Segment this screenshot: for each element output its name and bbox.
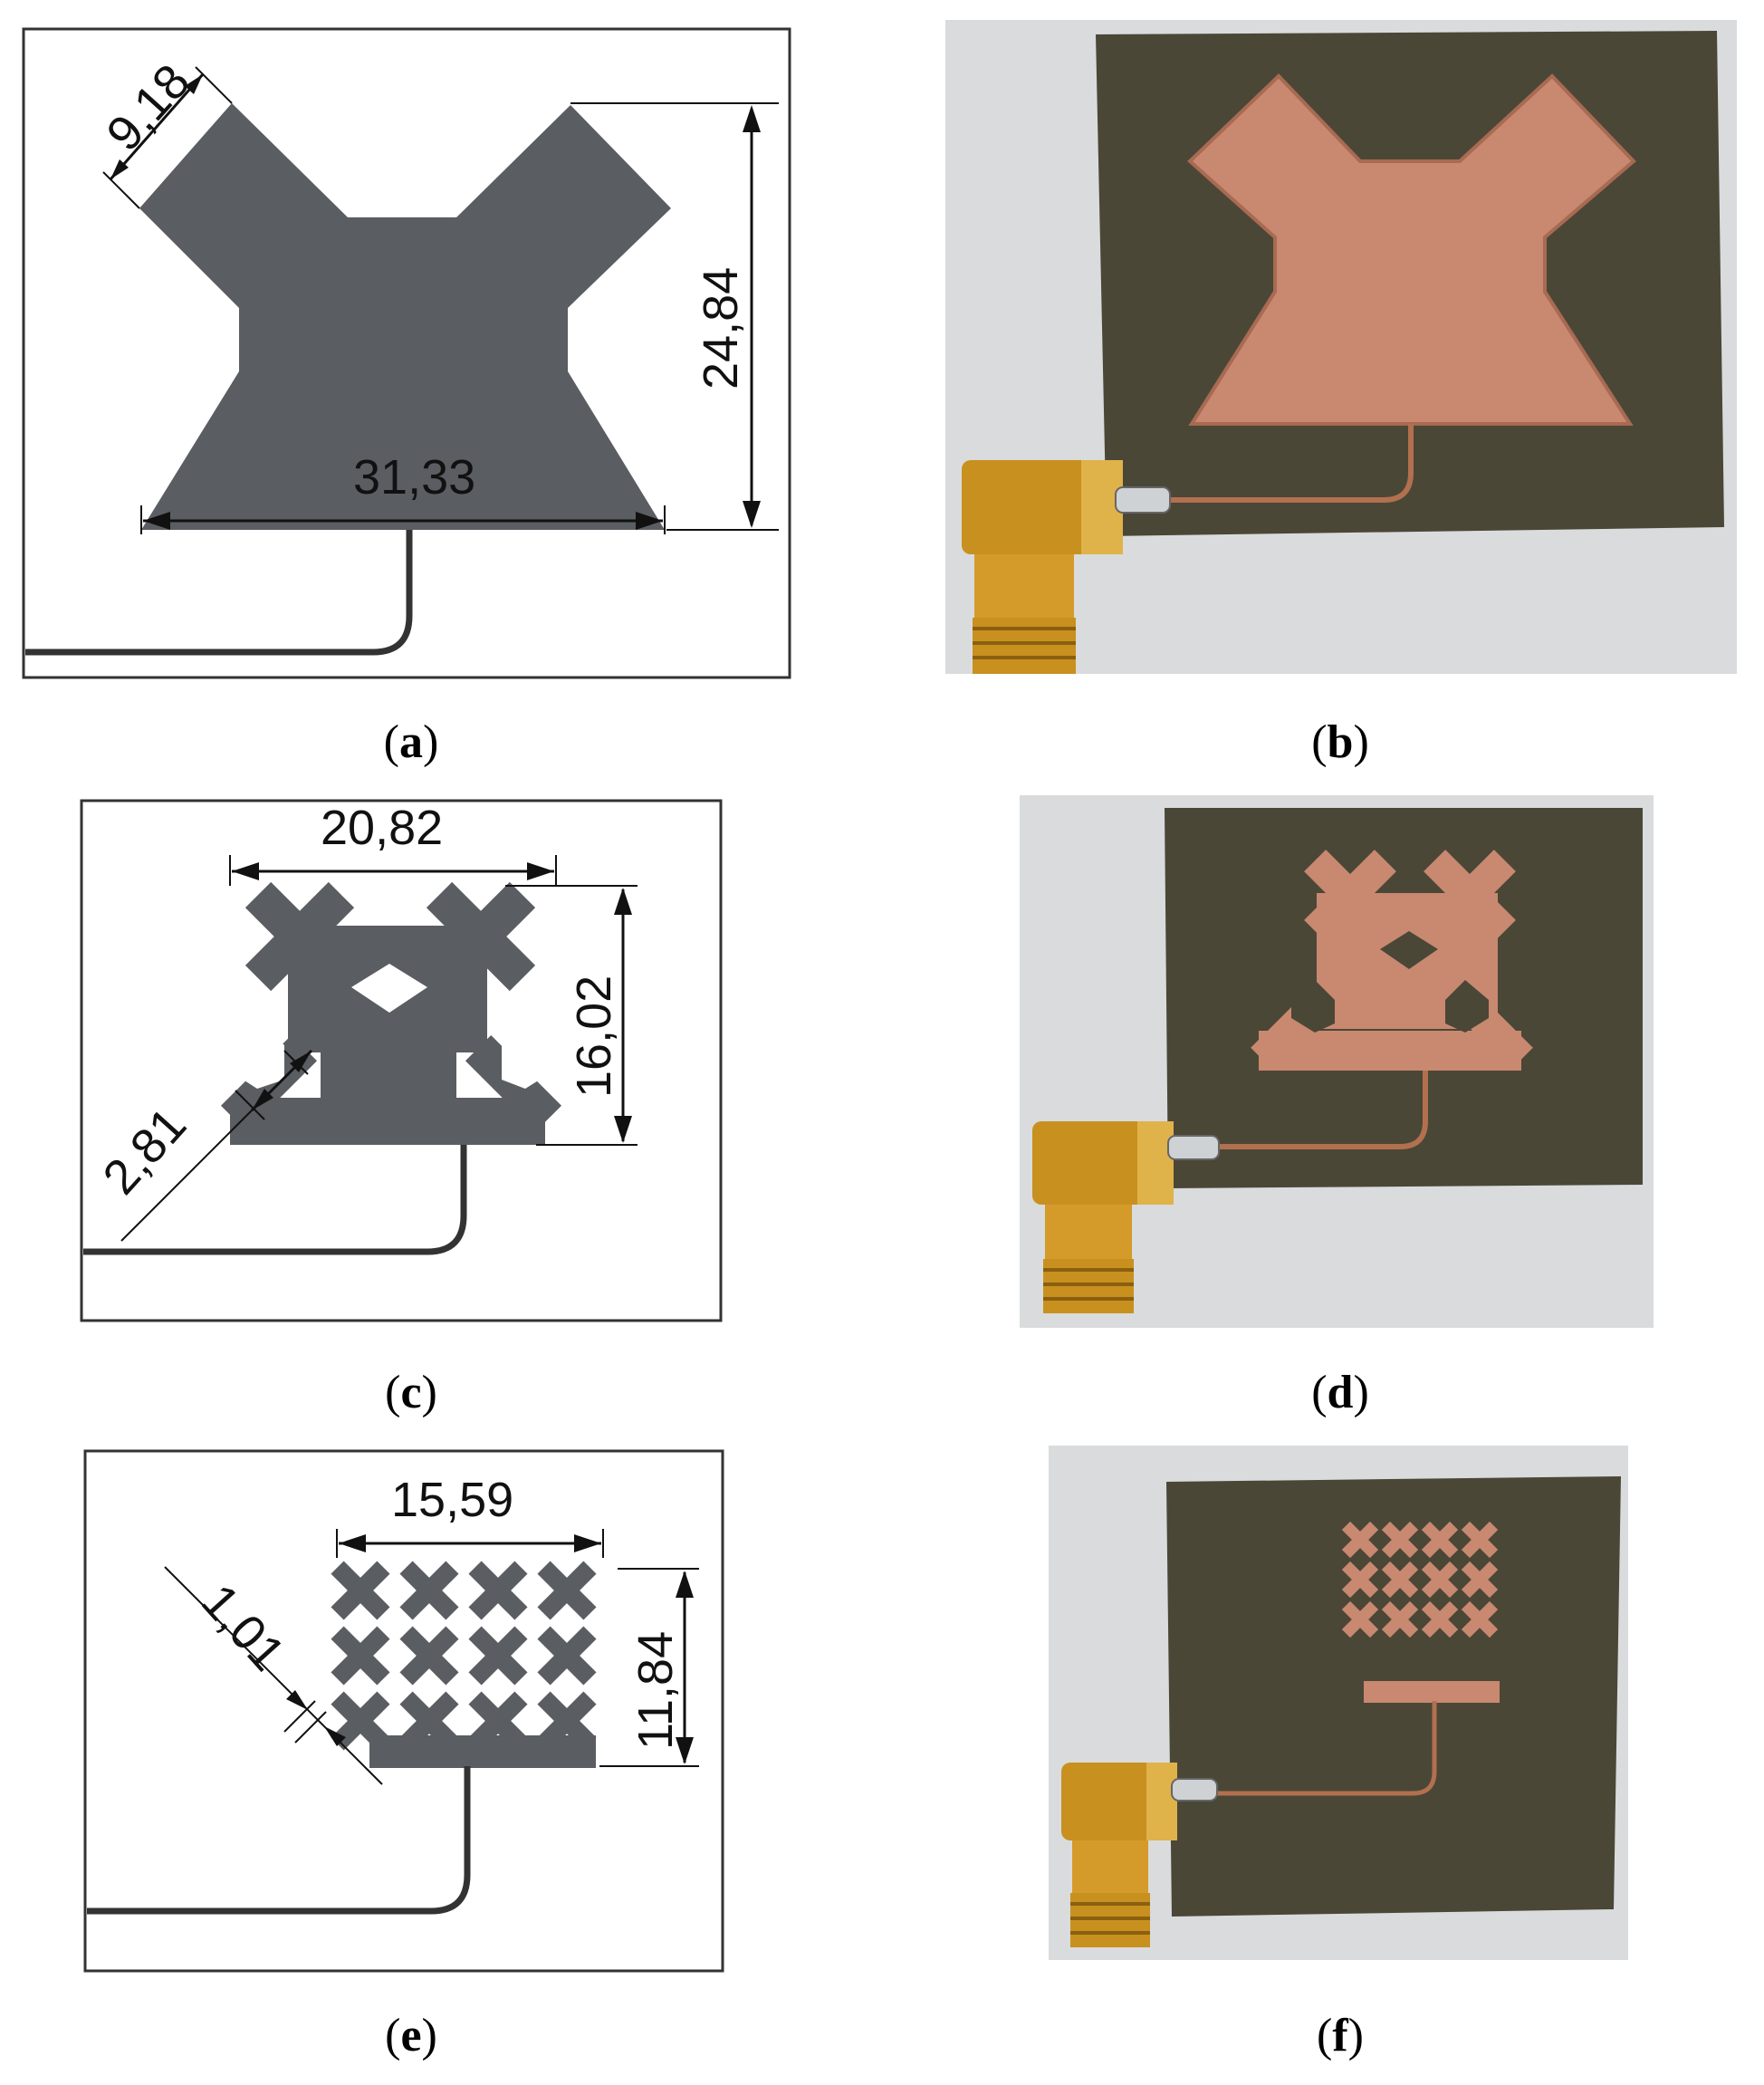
feed-line <box>1125 424 1414 503</box>
feed-line <box>1175 1071 1428 1149</box>
feed-line <box>1177 1701 1437 1796</box>
fractal-cross-arm <box>1461 1521 1499 1559</box>
feed-line <box>25 530 413 656</box>
panel-f-photo <box>1049 1446 1628 1960</box>
fractal-cross-arm <box>399 1626 459 1686</box>
fractal-cross-arm <box>537 1561 597 1620</box>
dimension-label-top-width: 20,82 <box>321 801 443 855</box>
dimension-label-base-width: 31,33 <box>353 450 475 504</box>
fractal-cross-arm <box>1461 1600 1499 1638</box>
fractal-cross-arm <box>1341 1521 1379 1559</box>
caption-e: (e) <box>385 2010 437 2061</box>
fractal-patch <box>331 1561 597 1768</box>
fractal-base <box>1364 1681 1500 1703</box>
dimension-line <box>235 1090 265 1120</box>
caption-c: (c) <box>385 1367 437 1418</box>
substrate-outline <box>83 1449 724 1973</box>
patch-shape <box>139 103 671 530</box>
arrowhead <box>614 1116 632 1143</box>
feed-line <box>87 1766 471 1915</box>
dimension-line <box>164 1566 383 1785</box>
dimension-line <box>283 1700 316 1733</box>
arrowhead <box>527 862 554 880</box>
panel-e-drawing: 15,59 11,84 1,01 <box>83 1449 728 1975</box>
arrowhead <box>574 1534 601 1552</box>
feed-line <box>83 1145 467 1255</box>
dimension-label-top-width: 15,59 <box>391 1473 513 1527</box>
fractal-cross-arm <box>1421 1521 1459 1559</box>
arrowhead <box>614 888 632 915</box>
fractal-patch <box>220 881 562 1145</box>
arrowhead <box>676 1737 694 1764</box>
fractal-cross-arm <box>1381 1600 1419 1638</box>
dimension-line <box>195 66 233 104</box>
arrowhead <box>286 1690 308 1710</box>
fractal-cross-arm <box>468 1561 528 1620</box>
fractal-cross-arm <box>1421 1561 1459 1599</box>
copper-patch <box>1187 73 1636 426</box>
dimension-line <box>294 1711 327 1744</box>
caption-a: (a) <box>383 716 439 768</box>
arrowhead <box>743 105 761 132</box>
fractal-cross-arm <box>1341 1600 1379 1638</box>
panel-b-photo <box>945 20 1737 674</box>
fractal-cross-arm <box>331 1691 390 1751</box>
fractal-cross-arm <box>1381 1561 1419 1599</box>
copper-patch <box>1341 1521 1500 1703</box>
dimension-line <box>102 171 140 209</box>
caption-d: (d) <box>1311 1367 1369 1418</box>
panel-c-drawing: 20,82 16,02 2,81 <box>80 799 726 1324</box>
sma-connector <box>1032 1121 1220 1313</box>
fractal-cross-arm <box>1341 1561 1379 1599</box>
sma-connector <box>962 460 1171 674</box>
fractal-cross-arm <box>331 1561 390 1620</box>
dimension-label-height: 16,02 <box>567 975 621 1098</box>
arrowhead <box>252 1089 273 1110</box>
copper-patch <box>1251 850 1533 1071</box>
arrowhead <box>676 1571 694 1598</box>
arrowhead <box>110 159 129 179</box>
fractal-cross-arm <box>1461 1561 1499 1599</box>
dimension-line <box>120 1110 253 1242</box>
arrowhead <box>143 512 170 530</box>
copper-patch-holes <box>1291 931 1489 1033</box>
arrowhead <box>185 74 203 94</box>
dimension-label-height: 11,84 <box>628 1631 683 1750</box>
panel-d-photo <box>1020 795 1654 1328</box>
caption-b: (b) <box>1311 716 1369 768</box>
dimension-label-height: 24,84 <box>694 267 748 389</box>
fractal-cross-arm <box>399 1561 459 1620</box>
arrowhead <box>290 1051 312 1072</box>
arrowhead <box>232 862 259 880</box>
arrowhead <box>743 501 761 528</box>
caption-f: (f) <box>1317 2010 1364 2061</box>
fractal-cross-arm <box>537 1626 597 1686</box>
dimension-line <box>283 1050 309 1075</box>
fractal-cross-arm <box>1421 1600 1459 1638</box>
fractal-cross-arm <box>468 1626 528 1686</box>
panel-a-drawing: 9,18 24,84 31,33 <box>22 27 801 679</box>
fractal-cross-arm <box>331 1626 390 1686</box>
fractal-cross-arm <box>1381 1521 1419 1559</box>
arrowhead <box>339 1534 366 1552</box>
dimension-line <box>109 73 205 180</box>
arrowhead <box>324 1726 346 1746</box>
fractal-holes <box>229 964 554 1089</box>
arrowhead <box>636 512 663 530</box>
fractal-base <box>369 1735 596 1768</box>
sma-connector <box>1061 1763 1218 1947</box>
